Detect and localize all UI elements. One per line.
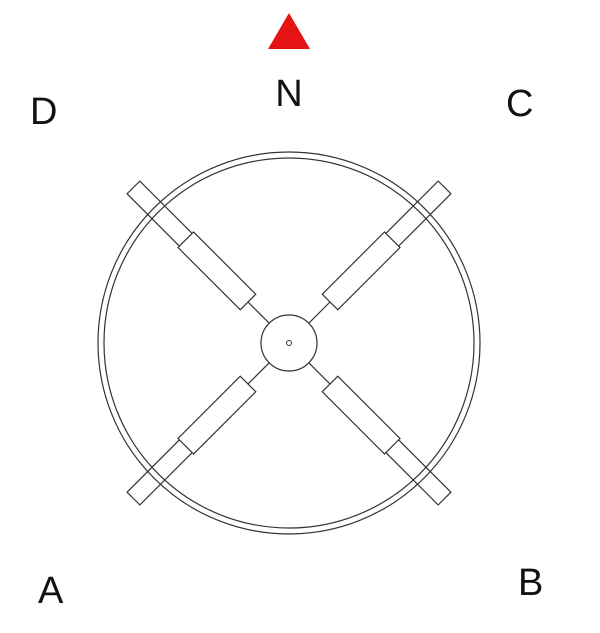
- arm-d-inner-bar: [177, 231, 257, 311]
- arm-b: [308, 362, 452, 506]
- outer-ring-outer: [97, 151, 481, 535]
- hub-center-dot: [286, 340, 292, 346]
- arm-a-spoke: [247, 362, 270, 385]
- arm-a: [126, 362, 270, 506]
- arm-c-spoke: [308, 301, 331, 324]
- arm-d-spoke: [247, 301, 270, 324]
- label-c: C: [506, 83, 533, 125]
- label-a: A: [38, 570, 64, 612]
- label-north: N: [275, 73, 302, 115]
- arm-b-spoke: [308, 362, 331, 385]
- label-b: B: [518, 562, 543, 604]
- label-d: D: [30, 91, 57, 133]
- outer-ring-inner: [103, 157, 475, 529]
- arm-d: [126, 180, 270, 324]
- arm-c-inner-bar: [321, 231, 401, 311]
- arm-a-inner-bar: [177, 375, 257, 455]
- arm-c: [308, 180, 452, 324]
- arm-b-inner-bar: [321, 375, 401, 455]
- north-arrow-icon: [268, 13, 310, 49]
